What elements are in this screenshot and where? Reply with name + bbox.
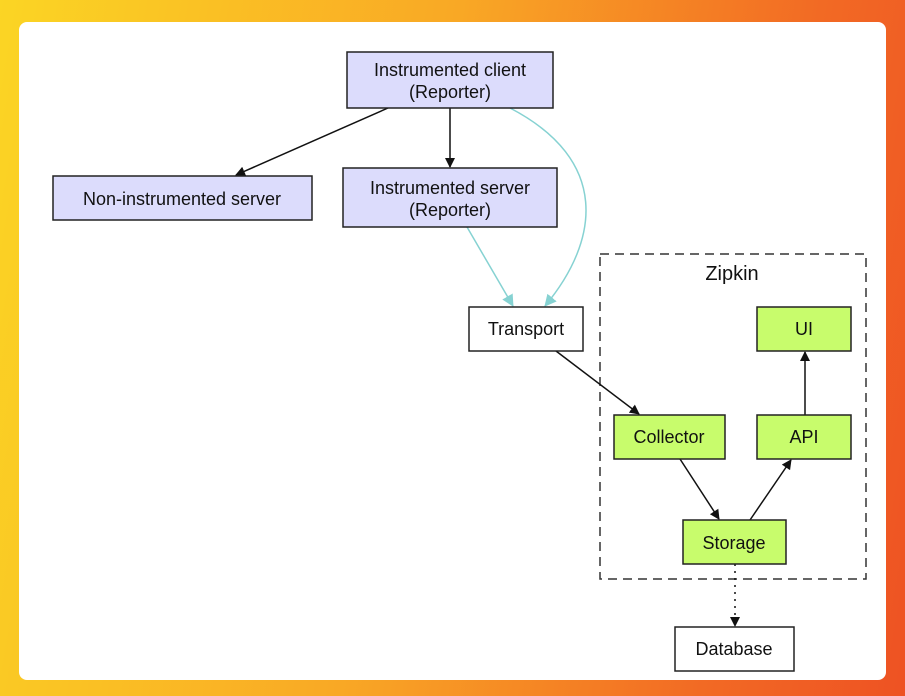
edge-collector-storage — [679, 458, 720, 520]
node-ui: UI — [756, 306, 852, 352]
node-api: API — [756, 414, 852, 460]
node-label: API — [789, 427, 818, 447]
edge-transport-collector — [555, 350, 640, 415]
node-storage: Storage — [682, 519, 787, 565]
node-label: Database — [695, 639, 772, 659]
edge-client-nonserver — [235, 107, 389, 176]
edge-storage-api — [749, 459, 792, 521]
node-label: Instrumented client — [374, 60, 526, 80]
node-label: Non-instrumented server — [83, 189, 281, 209]
node-label: (Reporter) — [409, 200, 491, 220]
diagram-card — [19, 22, 886, 680]
node-instrumented-client: Instrumented client (Reporter) — [346, 51, 554, 109]
node-non-instrumented-server: Non-instrumented server — [52, 175, 313, 221]
node-label: Collector — [633, 427, 704, 447]
node-instrumented-server: Instrumented server (Reporter) — [342, 167, 558, 228]
cluster-label: Zipkin — [705, 263, 758, 285]
node-collector: Collector — [613, 414, 726, 460]
node-label: Instrumented server — [370, 178, 530, 198]
node-label: Transport — [488, 319, 564, 339]
node-transport: Transport — [468, 306, 584, 352]
edge-client-transport — [509, 107, 587, 307]
node-database: Database — [674, 626, 795, 672]
edge-server-transport — [466, 226, 514, 307]
node-label: Storage — [702, 533, 765, 553]
node-label: (Reporter) — [409, 82, 491, 102]
node-label: UI — [795, 319, 813, 339]
zipkin-cluster: Zipkin — [599, 253, 867, 580]
